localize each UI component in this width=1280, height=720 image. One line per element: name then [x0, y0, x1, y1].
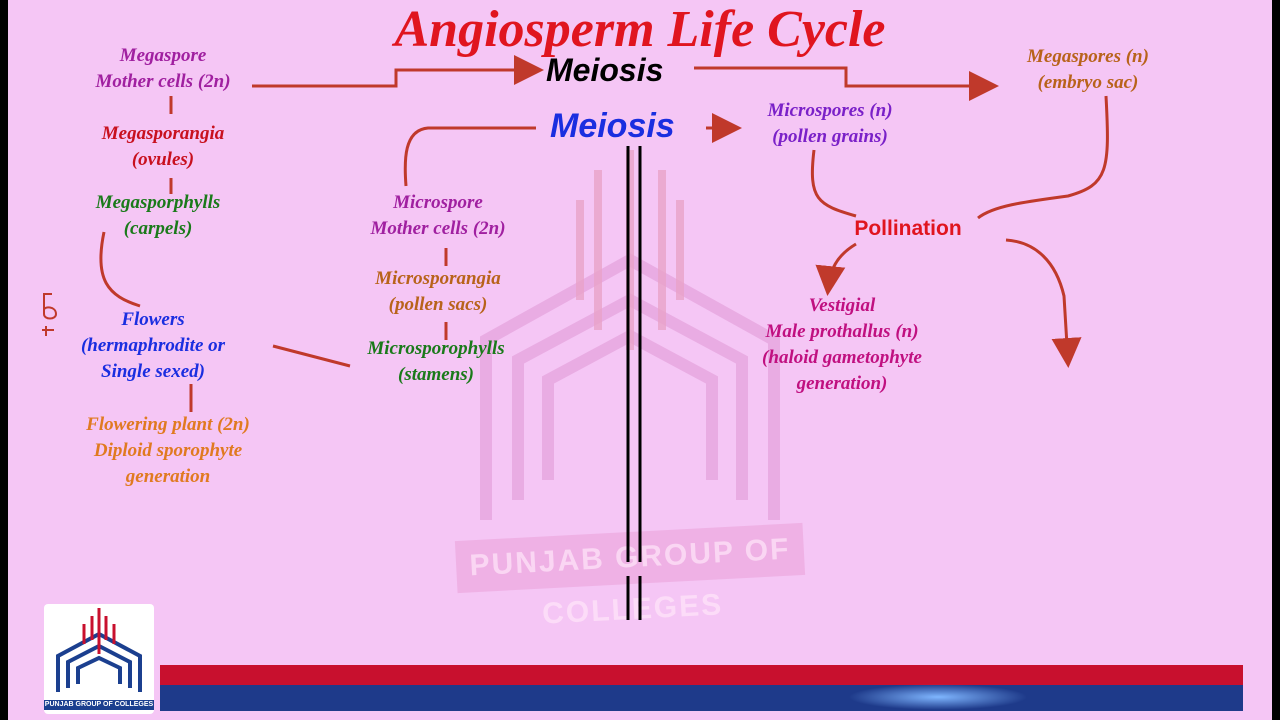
- logo-text: PUNJAB GROUP OF COLLEGES: [44, 700, 154, 710]
- curve-megaspores-to-pollination: [977, 95, 1109, 220]
- logo-icon: [56, 608, 142, 692]
- megaspores: Megaspores (n)(embryo sac): [1027, 46, 1149, 93]
- microspores: Microspores (n)(pollen grains): [767, 100, 893, 147]
- arrow-pollination-to-vestigial: [815, 242, 857, 296]
- pollination: Pollination: [854, 217, 962, 240]
- line-flowers-microsporophylls: [272, 344, 351, 368]
- megasporangia: Megasporangia(ovules): [101, 123, 225, 170]
- curve-megasporophylls-flowers: [99, 231, 141, 308]
- diagram-connectors: [42, 55, 1109, 620]
- footer-glow: [848, 684, 1028, 710]
- microsporophylls: Microsporophylls(stamens): [367, 338, 505, 385]
- arrow-meiosis-to-megaspores: [694, 66, 999, 101]
- footer-blue-bar: [160, 685, 1243, 711]
- megasporophylls: Megasporphylls(carpels): [95, 192, 221, 239]
- arrow-megaspore-to-meiosis: [252, 55, 544, 88]
- watermark-logo: [480, 150, 780, 520]
- curve-meiosis-to-microspore-mother: [403, 126, 536, 187]
- microsporangia: Microsporangia(pollen sacs): [375, 268, 501, 315]
- meiosis-middle: Meiosis: [550, 107, 675, 145]
- meiosis-top: Meiosis: [546, 52, 664, 88]
- handwritten-mark: [42, 293, 58, 336]
- footer-red-bar: [160, 665, 1243, 685]
- curve-microspores-to-pollination: [810, 149, 857, 218]
- college-logo: PUNJAB GROUP OF COLLEGES: [44, 604, 154, 714]
- slide: PUNJAB GROUP OF COLLEGES: [8, 0, 1272, 720]
- slide-title: Angiosperm Life Cycle: [394, 1, 886, 58]
- arrow-pollination-to-right: [1005, 238, 1082, 368]
